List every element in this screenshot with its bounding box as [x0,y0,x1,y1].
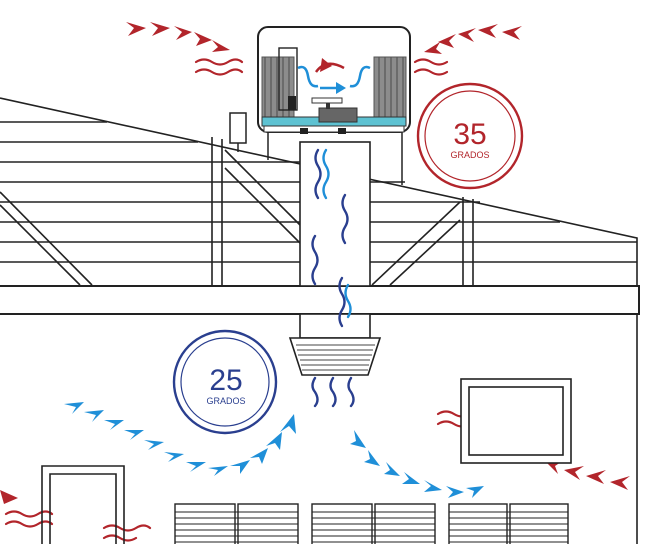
cool-air-distribution-arrows [64,402,484,498]
duct-cool-air-squiggles [311,148,355,408]
exhaust-arrow-icon [320,58,332,72]
inside-temp-unit: GRADOS [206,396,245,406]
outside-temperature-badge: 35 GRADOS [416,82,524,190]
ceiling-beam [0,285,640,315]
doorway [41,465,125,544]
inside-temperature-badge: 25 GRADOS [172,329,278,435]
wall-window [460,378,572,464]
shelf-slats [175,511,568,543]
roof-structure [0,97,638,286]
ceiling-diffuser [288,337,382,376]
air-duct [299,141,371,339]
outside-temp-unit: GRADOS [450,150,489,160]
evaporative-cooler-unit [229,26,411,185]
inside-temp-value: 25 [209,364,242,397]
outside-temp-value: 35 [453,118,486,151]
internal-airflow [297,62,371,90]
cool-arrow-icon [336,82,346,94]
hot-air-incoming-arrows [0,22,630,504]
